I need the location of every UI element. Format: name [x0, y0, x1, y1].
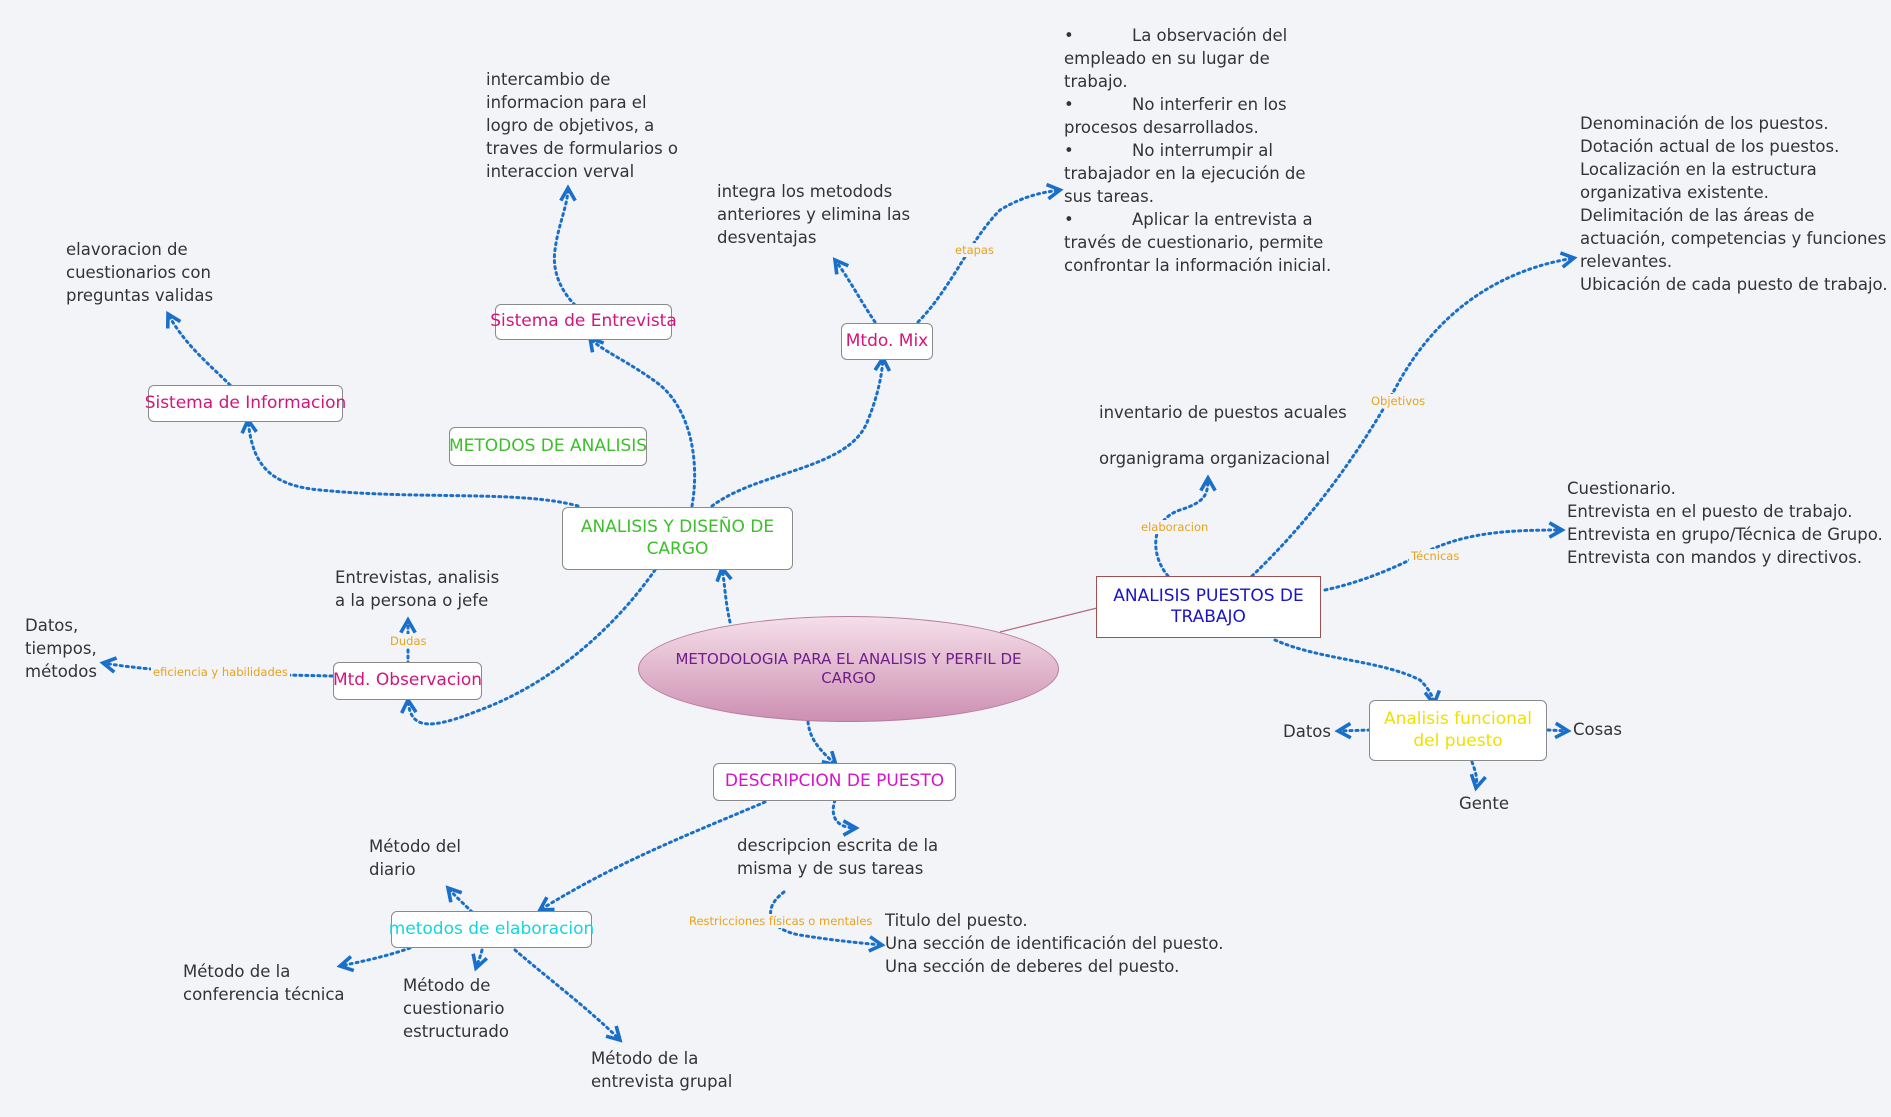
edge-label-eficiencia: eficiencia y habilidades: [151, 665, 290, 679]
node-descripcion-puesto[interactable]: DESCRIPCION DE PUESTO: [713, 763, 956, 801]
node-sistema-entrevista[interactable]: Sistema de Entrevista: [490, 304, 677, 340]
text-tecnicas-list: Cuestionario. Entrevista en el puesto de…: [1567, 479, 1883, 567]
node-label: DESCRIPCION DE PUESTO: [724, 771, 945, 792]
edge-analisis-observacion: [400, 568, 657, 726]
edge-metodos-grupal: [513, 948, 623, 1043]
node-label: Sistema de Informacion: [144, 392, 347, 413]
edge-descripcion-metodos: [536, 800, 767, 912]
edge-label-tecnicas: Técnicas: [1409, 549, 1462, 563]
edge-center-descripcion: [806, 720, 839, 768]
edge-label-etapas: etapas: [953, 243, 996, 257]
text-titulo-list: Titulo del puesto. Una sección de identi…: [885, 911, 1224, 976]
node-mtd-observacion[interactable]: Mtd. Observacion: [333, 662, 482, 700]
central-topic[interactable]: METODOLOGIA PARA EL ANALISIS Y PERFIL DE…: [638, 616, 1059, 722]
node-label: Mtdo. Mix: [845, 330, 929, 351]
edge-mix-integra: [832, 257, 877, 324]
text-gente: Gente: [1459, 794, 1510, 813]
edge-puestos-objetivos: [1250, 251, 1578, 578]
edge-puestos-funcional: [1273, 638, 1442, 708]
text-metodo-grupal: Método de la entrevista grupal: [591, 1049, 733, 1091]
edge-center-analisis: [715, 564, 733, 624]
text-entrevistas: Entrevistas, analisis a la persona o jef…: [335, 568, 500, 610]
edge-metodos-cuestionario: [471, 948, 489, 972]
edge-label-dudas: Dudas: [388, 634, 429, 648]
node-sistema-informacion[interactable]: Sistema de Informacion: [145, 385, 346, 422]
node-label: metodos de elaboracion: [388, 918, 595, 939]
edge-escrita-titulo: [769, 890, 886, 953]
edge-entrevista-intercambio: [552, 184, 577, 307]
text-metodo-diario: Método del diario: [369, 837, 461, 879]
edge-descripcion-escrita: [831, 798, 860, 837]
node-metodos-elaboracion[interactable]: metodos de elaboracion: [388, 911, 595, 948]
text-descripcion-escrita: descripcion escrita de la misma y de sus…: [737, 836, 939, 878]
edge-funcional-datos: [1334, 721, 1372, 740]
node-analisis-puestos-trabajo[interactable]: ANALISIS PUESTOS DE TRABAJO: [1096, 576, 1321, 638]
text-metodo-conferencia: Método de la conferencia técnica: [183, 962, 345, 1004]
edge-analisis-entrevista: [587, 335, 697, 508]
edge-metodos-diario: [445, 885, 474, 914]
node-label: Analisis funcional del puesto: [1383, 709, 1533, 751]
edge-metodos-conferencia: [336, 946, 412, 973]
edge-label-restricciones: Restricciones físicas o mentales: [687, 914, 875, 928]
text-observacion-list: •La observación del empleado en su lugar…: [1064, 26, 1332, 275]
node-label: Mtd. Observacion: [332, 670, 483, 691]
edge-puestos-inventario: [1154, 474, 1217, 578]
text-elavoracion: elavoracion de cuestionarios con pregunt…: [66, 240, 214, 305]
edge-funcional-cosas: [1546, 721, 1572, 740]
edge-mix-observacion-list: [916, 182, 1064, 324]
node-label: Sistema de Entrevista: [490, 311, 677, 332]
text-datos-tiempos-metodos: Datos, tiempos, métodos: [25, 616, 97, 681]
edge-analisis-informacion: [240, 416, 580, 508]
node-mtdo-mix[interactable]: Mtdo. Mix: [841, 323, 933, 360]
text-integra: integra los metodods anteriores y elimin…: [717, 182, 911, 247]
edge-informacion-elavoracion: [165, 310, 232, 387]
node-analisis-diseno-cargo[interactable]: ANALISIS Y DISEÑO DE CARGO: [562, 507, 793, 570]
edge-label-objetivos: Objetivos: [1369, 394, 1428, 408]
text-metodo-cuestionario: Método de cuestionario estructurado: [403, 976, 509, 1041]
edge-funcional-gente: [1469, 760, 1487, 792]
text-datos: Datos: [1283, 722, 1331, 741]
node-analisis-funcional[interactable]: Analisis funcional del puesto: [1369, 700, 1547, 761]
node-label: ANALISIS PUESTOS DE TRABAJO: [1113, 585, 1304, 627]
node-label: ANALISIS Y DISEÑO DE CARGO: [580, 517, 775, 559]
edge-label-elaboracion: elaboracion: [1139, 520, 1211, 534]
edge-center-puestos: [999, 607, 1098, 633]
text-objetivos-list: Denominación de los puestos. Dotación ac…: [1580, 114, 1888, 294]
text-cosas: Cosas: [1573, 720, 1622, 739]
node-metodos-analisis[interactable]: METODOS DE ANALISIS: [449, 427, 647, 466]
text-intercambio: intercambio de informacion para el logro…: [486, 70, 679, 181]
edge-analisis-mix: [710, 354, 892, 508]
node-label: METODOS DE ANALISIS: [448, 435, 648, 456]
central-topic-label: METODOLOGIA PARA EL ANALISIS Y PERFIL DE…: [675, 650, 1022, 687]
text-inventario: inventario de puestos acuales organigram…: [1099, 403, 1347, 468]
